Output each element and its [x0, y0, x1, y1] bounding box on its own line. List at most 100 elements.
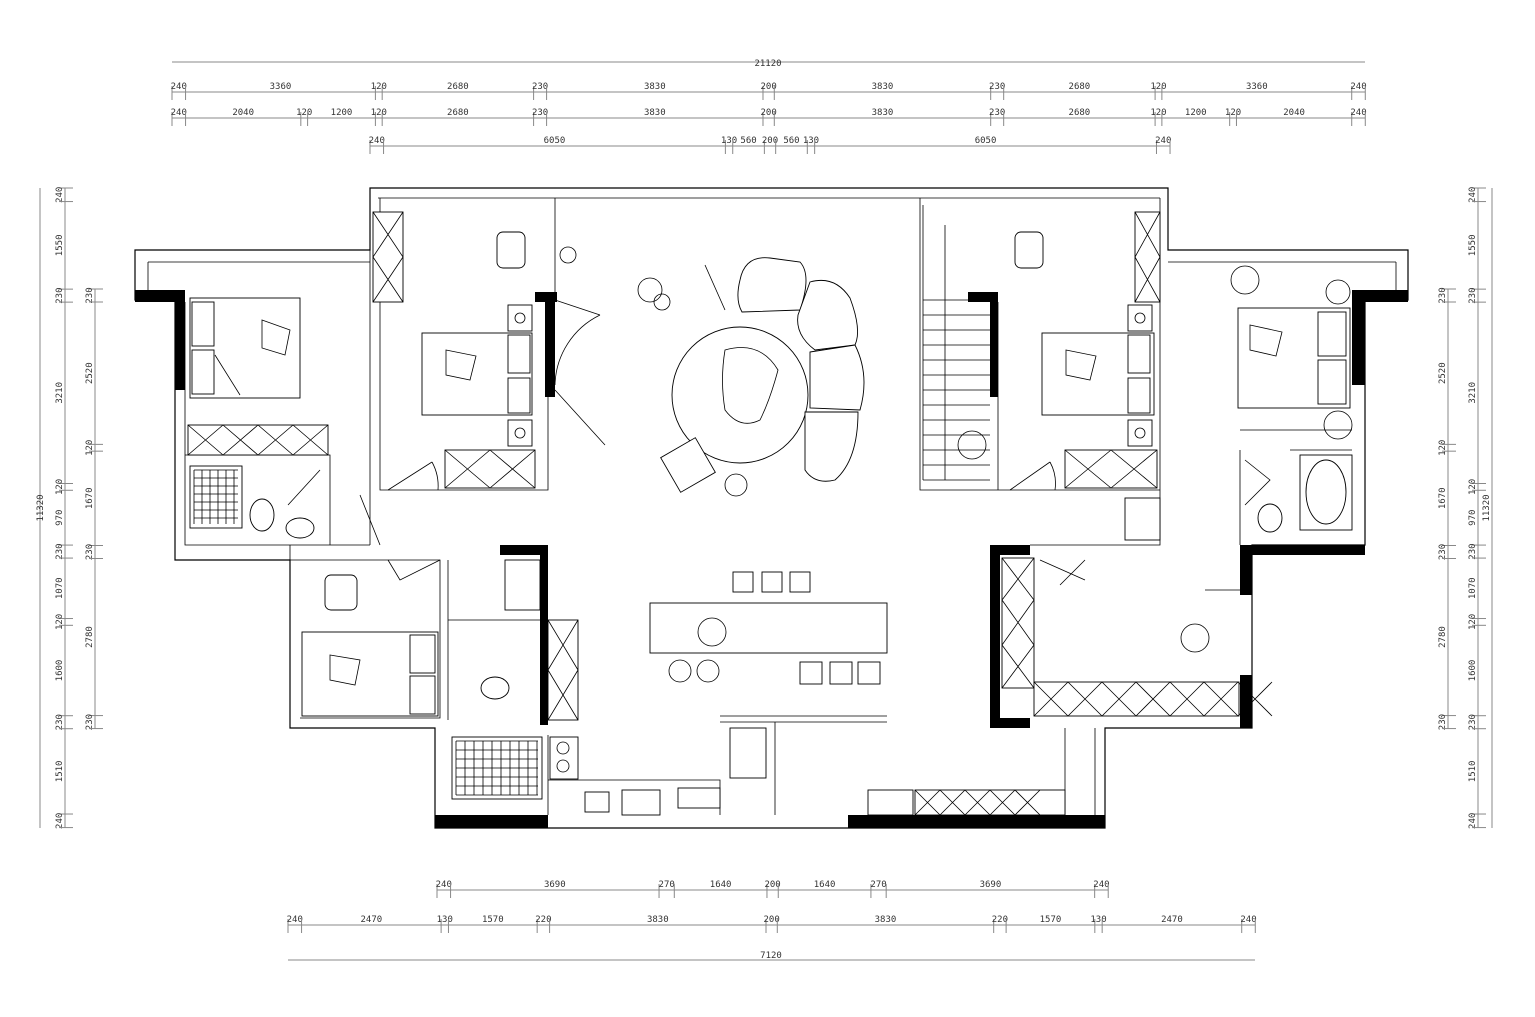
dimension-label: 3830	[875, 915, 897, 925]
dimension-label: 2780	[1438, 626, 1448, 648]
dimension-label: 3830	[644, 108, 666, 118]
bed-left-3	[301, 631, 439, 717]
dimension-label: 230	[532, 82, 548, 92]
dimension-label: 2040	[232, 108, 254, 118]
dimension-label: 130	[1090, 915, 1106, 925]
dimension-label: 1640	[710, 880, 732, 890]
dimension-label: 230	[989, 108, 1005, 118]
dimension-label: 240	[436, 880, 452, 890]
dimension-label: 1550	[1468, 235, 1478, 257]
dimension-label: 240	[1093, 880, 1109, 890]
dimension-label: 220	[992, 915, 1008, 925]
dimension-label: 3830	[647, 915, 669, 925]
dimension-label: 3830	[872, 108, 894, 118]
dimension-label: 230	[1438, 714, 1448, 730]
dimension-label: 1670	[85, 487, 95, 509]
dimension-label: 1640	[814, 880, 836, 890]
dimension-label: 120	[371, 82, 387, 92]
dimension-label: 120	[296, 108, 312, 118]
dimension-label: 3210	[55, 382, 65, 404]
dimension-label: 240	[369, 136, 385, 146]
dimension-label: 3830	[644, 82, 666, 92]
dimension-label: 6050	[544, 136, 566, 146]
dimension-label: 240	[287, 915, 303, 925]
dimension-label: 230	[1468, 714, 1478, 730]
dimension-label: 1570	[482, 915, 504, 925]
dimension-label: 240	[1468, 187, 1478, 203]
dimension-label: 2520	[1438, 362, 1448, 384]
dimension-label: 2680	[1069, 82, 1091, 92]
bathrooms	[189, 454, 1353, 800]
dimension-label: 240	[1468, 813, 1478, 829]
dimension-label: 560	[783, 136, 799, 146]
dimension-label: 1670	[1438, 487, 1448, 509]
right-total-label: 11320	[1482, 494, 1492, 521]
dimension-label: 1600	[55, 660, 65, 682]
door-swings	[287, 299, 1271, 586]
bed-right-1	[1041, 304, 1155, 447]
dimension-label: 2680	[447, 108, 469, 118]
dimension-label: 2680	[1069, 108, 1091, 118]
dimension-label: 3360	[1246, 82, 1268, 92]
dimension-label: 230	[55, 287, 65, 303]
bed-left-2	[421, 304, 533, 447]
thick-walls	[135, 290, 1408, 828]
dimension-label: 230	[85, 714, 95, 730]
dimension-label: 220	[535, 915, 551, 925]
dimension-label: 270	[870, 880, 886, 890]
bed-right-2	[1237, 279, 1353, 440]
dimension-label: 240	[1240, 915, 1256, 925]
dimension-label: 230	[55, 714, 65, 730]
dimension-label: 230	[989, 82, 1005, 92]
dimension-label: 230	[1468, 287, 1478, 303]
dimension-label: 1200	[331, 108, 353, 118]
dimension-label: 130	[803, 136, 819, 146]
dimension-label: 120	[1438, 440, 1448, 456]
dimension-label: 2780	[85, 626, 95, 648]
living-area	[637, 257, 865, 497]
dimension-label: 3690	[980, 880, 1002, 890]
dimension-label: 120	[85, 440, 95, 456]
dimension-label: 230	[1438, 287, 1448, 303]
dimension-label: 970	[55, 510, 65, 526]
dimension-label: 200	[764, 880, 780, 890]
dimension-label: 2470	[1161, 915, 1183, 925]
dimension-label: 240	[55, 187, 65, 203]
left-total-label: 11320	[36, 494, 46, 521]
dimension-label: 120	[371, 108, 387, 118]
dimension-label: 3360	[270, 82, 292, 92]
dimension-label: 2520	[85, 362, 95, 384]
dimension-label: 120	[55, 479, 65, 495]
dimension-label: 270	[659, 880, 675, 890]
dimension-label: 120	[1468, 479, 1478, 495]
dimension-label: 240	[55, 813, 65, 829]
dimension-label: 240	[1155, 136, 1171, 146]
dimension-label: 120	[1225, 108, 1241, 118]
interior-walls	[184, 198, 1352, 815]
dimension-label: 240	[171, 108, 187, 118]
dimension-label: 230	[532, 108, 548, 118]
dimension-label: 200	[764, 915, 780, 925]
dimension-label: 120	[1150, 108, 1166, 118]
dimension-label: 120	[1468, 614, 1478, 630]
dimension-label: 1510	[55, 761, 65, 783]
dimension-label: 1550	[55, 235, 65, 257]
dimension-label: 120	[1150, 82, 1166, 92]
dimension-label: 970	[1468, 510, 1478, 526]
dimension-label: 560	[740, 136, 756, 146]
dimension-label: 3690	[544, 880, 566, 890]
dimension-label: 130	[437, 915, 453, 925]
dimension-label: 240	[1350, 82, 1366, 92]
dimension-label: 1510	[1468, 761, 1478, 783]
wardrobes	[187, 211, 1273, 816]
dimension-label: 200	[761, 82, 777, 92]
dimension-label: 1070	[1468, 577, 1478, 599]
dimension-label: 2040	[1283, 108, 1305, 118]
bed-left-1	[189, 297, 301, 399]
dimension-label: 230	[1468, 543, 1478, 559]
desks-chairs	[324, 231, 1260, 653]
dimension-label: 1200	[1185, 108, 1207, 118]
dimension-label: 2680	[447, 82, 469, 92]
dimension-label: 6050	[975, 136, 997, 146]
